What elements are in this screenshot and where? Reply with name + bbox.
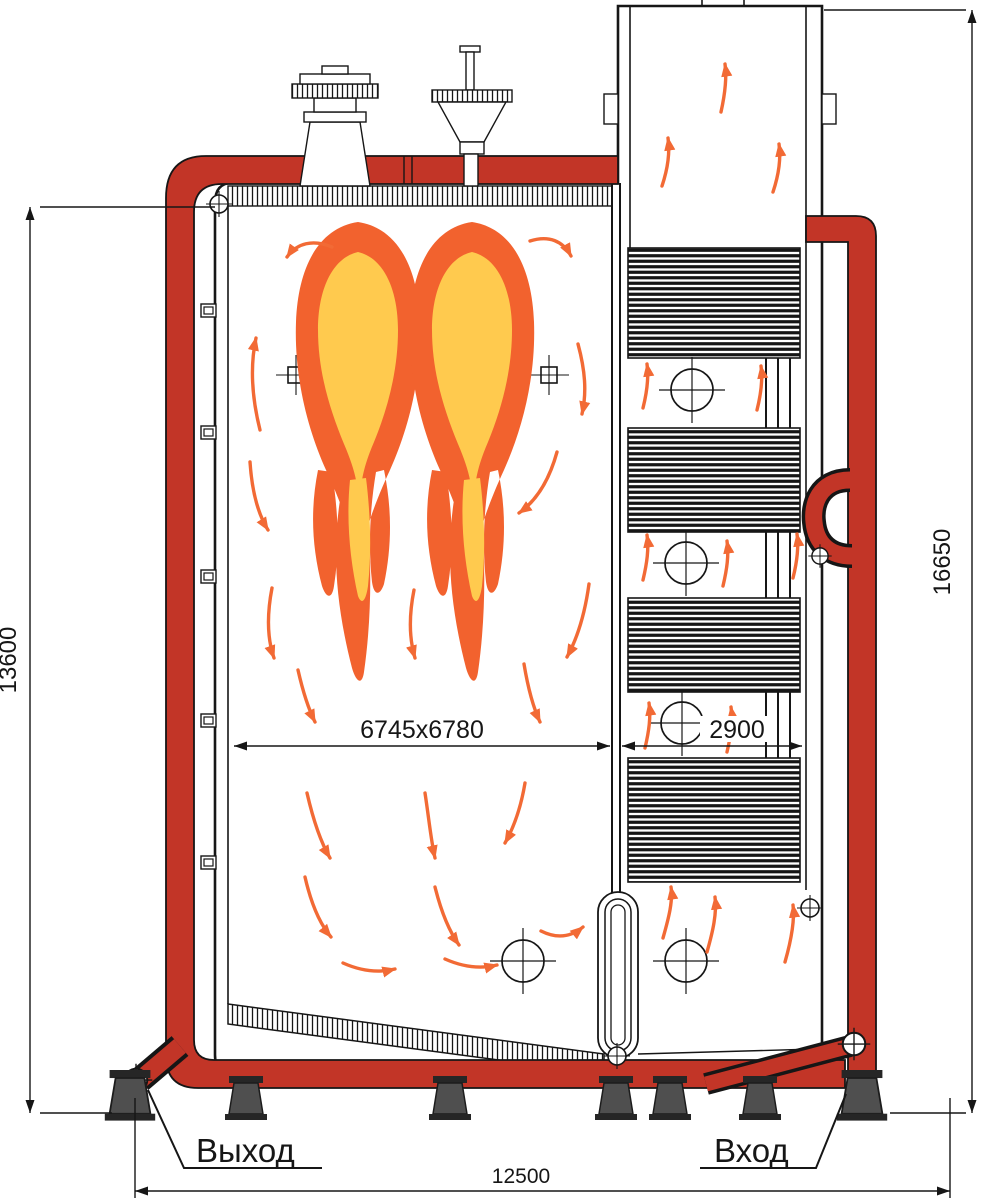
riser-pipe-right	[805, 215, 877, 1089]
chimney-bracket	[603, 93, 619, 125]
port-labels: Выход Вход	[147, 1089, 847, 1169]
tube-bundle-1	[627, 247, 801, 359]
outlet-leader-line	[147, 1089, 322, 1169]
top-equipment	[291, 45, 513, 187]
partition-wall	[611, 183, 621, 896]
inlet-stub	[704, 1038, 852, 1092]
furnace-flames	[295, 222, 535, 681]
bypass-loop	[805, 471, 853, 565]
convective-width-dimension: 2900	[709, 716, 765, 744]
outlet-label: Выход	[196, 1132, 295, 1169]
dimension-lines	[29, 9, 973, 1198]
inlet-label: Вход	[714, 1132, 789, 1169]
base-width-dimension: 12500	[492, 1165, 550, 1188]
gas-flow-arrows	[247, 62, 805, 978]
inlet-leader-line	[700, 1093, 847, 1169]
dimension-labels: 6745x6780 2900 12500 13600 16650	[0, 529, 956, 1188]
boiler-interior	[200, 0, 837, 1075]
height-right-dimension: 16650	[929, 529, 956, 596]
safety-valve-assembly	[291, 65, 379, 187]
flame-core	[318, 252, 512, 601]
chimney-bracket	[821, 93, 837, 125]
deaerator-funnel	[431, 45, 513, 187]
tube-bundle-2	[627, 427, 801, 533]
rear-screen-loop	[597, 891, 639, 1059]
top-fin-band	[227, 185, 613, 207]
height-left-dimension: 13600	[0, 627, 22, 694]
convective-bundles	[627, 247, 801, 883]
tube-bundle-4	[627, 757, 801, 883]
tube-bundle-3	[627, 597, 801, 693]
dim-text-backing	[700, 716, 774, 742]
chimney	[603, 0, 837, 890]
furnace-width-dimension: 6745x6780	[360, 716, 484, 744]
dimension-arrowheads	[25, 10, 977, 1196]
